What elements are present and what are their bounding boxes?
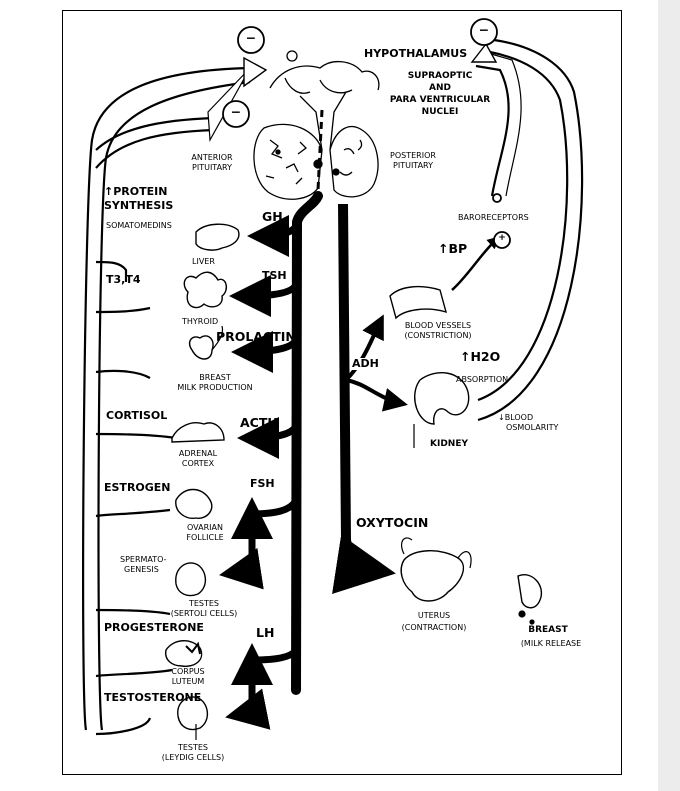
label-corpus-1: CORPUS [171, 667, 205, 676]
adh-to-vessels [344, 314, 384, 382]
baroreceptor-node [492, 193, 502, 203]
label-protein-2: SYNTHESIS [104, 199, 174, 212]
organ-sketches [165, 223, 543, 731]
left-feedback-loops [82, 66, 251, 736]
anterior-trunk [291, 191, 323, 695]
thyroid-icon [183, 271, 228, 309]
testes-sertoli-icon [175, 562, 206, 597]
label-vessels-2: (CONSTRICTION) [404, 331, 472, 340]
label-bp: ↑BP [438, 241, 468, 256]
minus-sign-upper: − [245, 30, 257, 45]
label-supraoptic-3: PARA VENTRICULAR [389, 95, 491, 105]
label-adh: ADH [352, 357, 379, 370]
feedback-arrowhead-upper [243, 56, 268, 88]
label-thyroid: THYROID [182, 317, 219, 326]
label-breast-2: (MILK RELEASE [520, 639, 582, 648]
minus-sign-lower: − [230, 104, 242, 119]
label-t3t4: T3,T4 [106, 273, 141, 286]
page-edge [658, 0, 680, 791]
testes-leydig-icon [177, 696, 208, 731]
label-posterior-1: POSTERIOR [390, 151, 436, 160]
label-blood-osm-1: ↓BLOOD [498, 413, 534, 422]
label-blood-osm-2: OSMOLARITY [506, 423, 559, 432]
plus-sign: + [498, 233, 506, 243]
label-uterus-1: UTERUS [417, 611, 451, 620]
label-progesterone: PROGESTERONE [104, 621, 204, 634]
label-testosterone: TESTOSTERONE [104, 691, 202, 704]
adrenal-icon [171, 422, 225, 443]
label-baroreceptors: BARORECEPTORS [458, 213, 529, 222]
label-uterus-2: (CONTRACTION) [401, 623, 467, 632]
label-vessels-1: BLOOD VESSELS [404, 321, 472, 330]
breast-icon [517, 574, 543, 609]
label-h2o: ↑H2O [460, 349, 501, 364]
corpus-luteum-icon [165, 640, 203, 667]
label-breast-milk-2: MILK PRODUCTION [177, 383, 253, 392]
uterus-icon [400, 550, 464, 602]
liver-icon [195, 223, 240, 251]
adh-to-kidney [345, 378, 408, 412]
label-somatomedins: SOMATOMEDINS [106, 221, 172, 230]
label-estrogen: ESTROGEN [104, 481, 171, 494]
label-supraoptic-4: NUCLEI [421, 107, 459, 117]
label-ovarian-2: FOLLICLE [186, 533, 224, 542]
label-corpus-2: LUTEUM [171, 677, 205, 686]
label-kidney: KIDNEY [430, 439, 468, 449]
minus-sign-right: − [478, 22, 490, 37]
label-ovarian-1: OVARIAN [187, 523, 223, 532]
label-testes-leydig-2: (LEYDIG CELLS) [161, 753, 225, 762]
kidney-icon [414, 372, 470, 425]
label-protein-1: ↑PROTEIN [104, 185, 168, 198]
label-gh: GH [262, 209, 283, 224]
label-adrenal-1: ADRENAL [178, 449, 218, 458]
label-oxytocin: OXYTOCIN [356, 515, 429, 530]
right-feedback-loops [475, 38, 584, 422]
label-testes-sertoli-2: (SERTOLI CELLS) [170, 609, 238, 618]
pituitary-gland [253, 50, 380, 200]
label-spermato-2: GENESIS [124, 565, 159, 574]
label-testes-leydig-1: TESTES [177, 743, 209, 752]
label-tsh: TSH [262, 269, 287, 282]
label-fsh: FSH [250, 477, 275, 490]
posterior-trunk [332, 203, 396, 595]
stalk-dashes [316, 109, 324, 191]
ovary-icon [175, 488, 213, 519]
feedback-arrowhead-right [470, 42, 498, 63]
label-liver: LIVER [192, 257, 215, 266]
label-cortisol: CORTISOL [106, 409, 168, 422]
diagram-frame [62, 10, 622, 775]
label-adrenal-2: CORTEX [181, 459, 215, 468]
label-supraoptic-1: SUPRAOPTIC [407, 71, 473, 81]
minus-circles [222, 18, 511, 249]
hormone-branches [219, 214, 300, 730]
label-absorption: ABSORPTION [456, 375, 509, 384]
label-supraoptic-2: AND [429, 83, 451, 93]
breast-gland-icon [188, 335, 214, 360]
label-prolactin: PROLACTIN [216, 329, 296, 344]
label-lh: LH [256, 625, 275, 640]
label-hypothalamus: HYPOTHALAMUS [364, 47, 468, 60]
label-spermato-1: SPERMATO- [120, 555, 167, 564]
label-anterior-1: ANTERIOR [191, 153, 233, 162]
blood-vessel-icon [389, 285, 448, 320]
label-anterior-2: PITUITARY [192, 163, 232, 172]
label-acth: ACTH [240, 415, 278, 430]
label-breast-milk-1: BREAST [199, 373, 231, 382]
label-posterior-2: PITUITARY [393, 161, 433, 170]
label-testes-sertoli-1: TESTES [188, 599, 220, 608]
organ-details [185, 325, 535, 740]
label-breast-1: BREAST [528, 625, 568, 635]
